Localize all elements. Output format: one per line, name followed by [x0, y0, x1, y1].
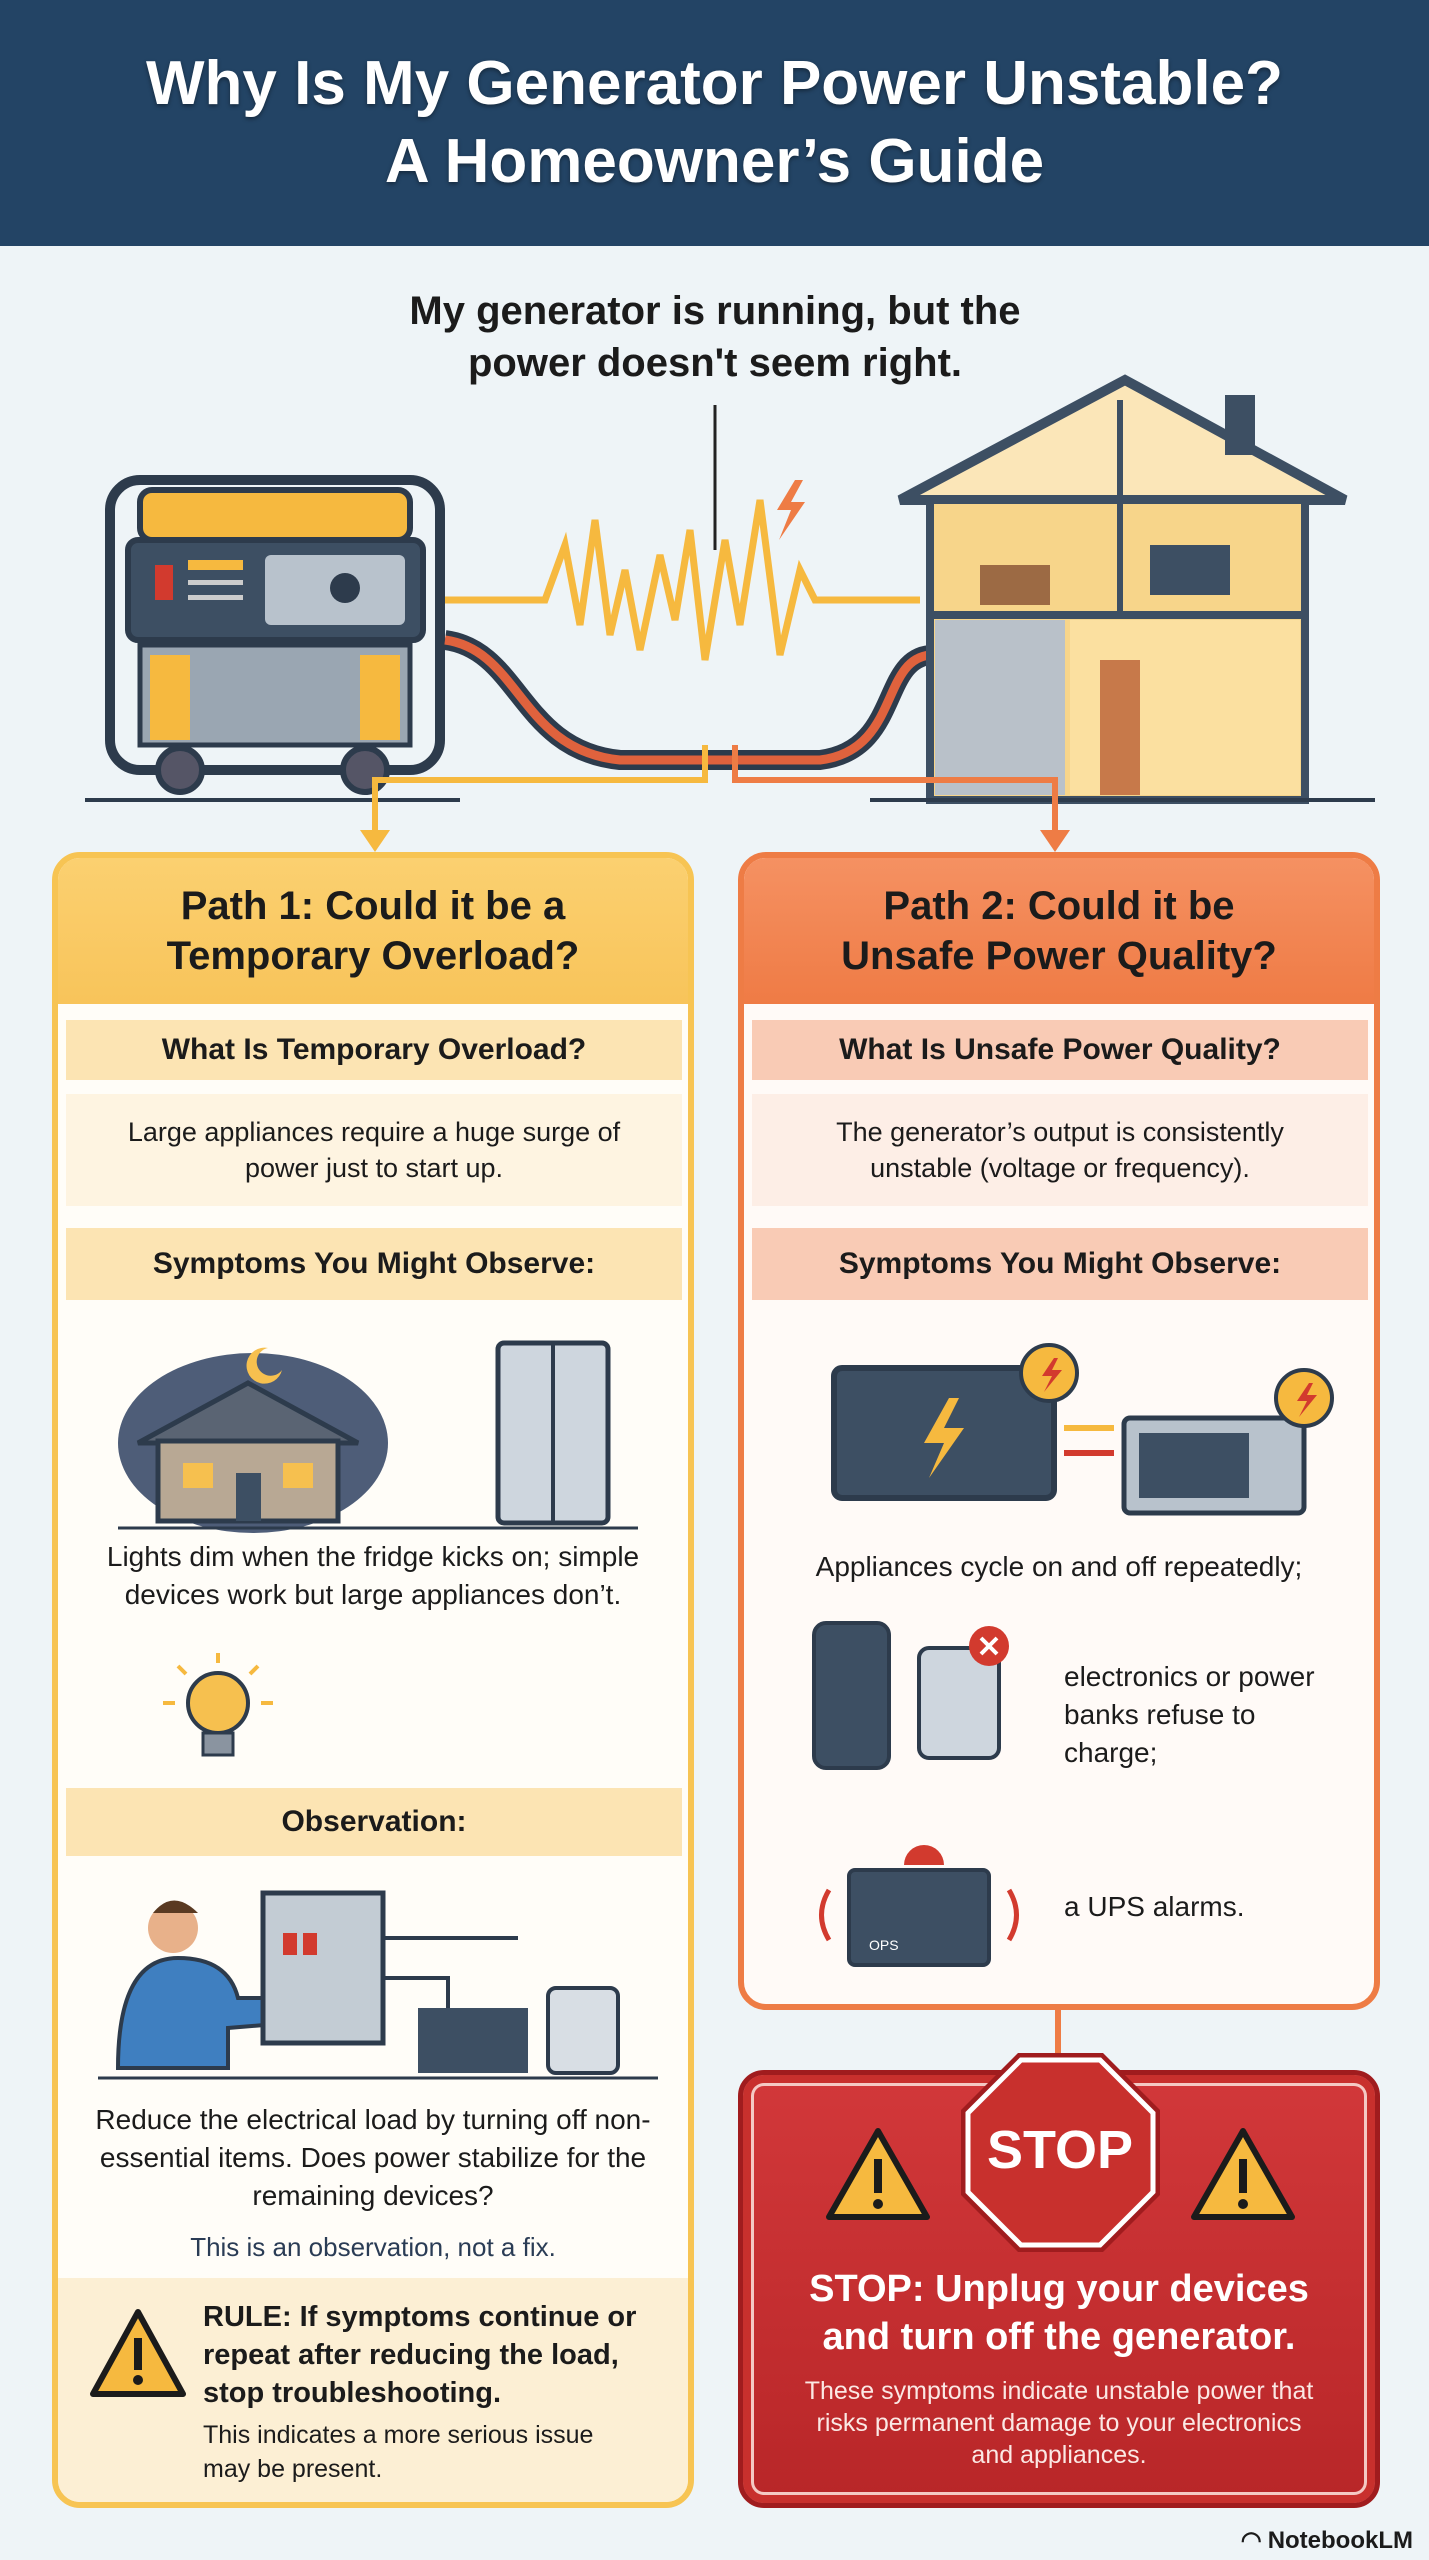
- path-2-title-line-1: Path 2: Could it be: [883, 884, 1235, 928]
- path-2-panel: Path 2: Could it be Unsafe Power Quality?…: [738, 852, 1380, 2010]
- warning-icon: [1191, 2128, 1295, 2220]
- stop-sign-icon: STOP: [961, 2053, 1160, 2252]
- outlet-icon: [546, 1986, 620, 2075]
- house-icon: [870, 374, 1375, 804]
- title-line-1: Why Is My Generator Power Unstable?: [146, 49, 1283, 118]
- symptom-text: Lights dim when the fridge kicks on; sim…: [106, 1541, 640, 1610]
- rule-note: This indicates a more serious issue may …: [203, 2421, 594, 2483]
- observation-note: This is an observation, not a fix.: [190, 2232, 556, 2262]
- rule-text: RULE: If symptoms continue or repeat aft…: [203, 2301, 637, 2409]
- connector-line: [1055, 2008, 1061, 2070]
- lightbulb-icon: [163, 1653, 273, 1757]
- title-line-2: A Homeowner’s Guide: [384, 127, 1045, 196]
- stop-title: STOP: Unplug your devices and turn off t…: [809, 2268, 1309, 2358]
- notebooklm-icon: ◠: [1240, 2527, 1262, 2554]
- symptom-1: Appliances cycle on and off repeatedly;: [815, 1551, 1303, 1582]
- symptoms-heading: Symptoms You Might Observe:: [66, 1228, 682, 1300]
- tv-microwave-illustration: [831, 1343, 1334, 1516]
- symptoms-heading: Symptoms You Might Observe:: [752, 1228, 1368, 1300]
- path-2-title: Path 2: Could it be Unsafe Power Quality?: [744, 858, 1374, 1004]
- brand-name: NotebookLM: [1267, 2526, 1413, 2554]
- intro-question: My generator is running, but the power do…: [300, 285, 1130, 389]
- what-is-text: Large appliances require a huge surge of…: [66, 1094, 682, 1206]
- intro-line-2: power doesn't seem right.: [467, 341, 963, 385]
- warning-icon: [90, 2309, 186, 2397]
- what-is-heading: What Is Unsafe Power Quality?: [752, 1020, 1368, 1080]
- path-2-title-line-2: Unsafe Power Quality?: [841, 934, 1277, 978]
- title-banner: Why Is My Generator Power Unstable? A Hom…: [0, 0, 1429, 246]
- path-1-title: Path 1: Could it be a Temporary Overload?: [58, 858, 688, 1004]
- lightning-icon: [777, 480, 805, 540]
- path-1-title-line-1: Path 1: Could it be a: [180, 884, 566, 928]
- phone-powerbank-icon: [812, 1621, 1009, 1770]
- arrow-down-icon: [1040, 830, 1070, 852]
- ups-alarm-icon: OPS: [819, 1845, 1019, 1967]
- laptop-icon: [418, 2008, 528, 2073]
- generator-house-illustration: [85, 374, 1375, 852]
- page-title: Why Is My Generator Power Unstable? A Hom…: [146, 45, 1283, 201]
- stop-sign-text: STOP: [987, 2120, 1133, 2180]
- reduce-load-illustration: [98, 1890, 658, 2080]
- rule-box: RULE: If symptoms continue or repeat aft…: [58, 2278, 688, 2502]
- path-1-panel: Path 1: Could it be a Temporary Overload?…: [52, 852, 694, 2508]
- what-is-text: The generator’s output is consistently u…: [752, 1094, 1368, 1206]
- symptom-3: a UPS alarms.: [1064, 1891, 1245, 1922]
- intro-line-1: My generator is running, but the: [409, 289, 1021, 333]
- stop-body: These symptoms indicate unstable power t…: [804, 2377, 1314, 2469]
- generator-icon: [85, 475, 460, 802]
- house-fridge-illustration: [118, 1340, 638, 1533]
- observation-text: Reduce the electrical load by turning of…: [95, 2104, 651, 2211]
- symptom-2: electronics or power banks refuse to cha…: [1064, 1661, 1315, 1768]
- arrow-down-icon: [360, 830, 390, 852]
- stop-warning-box: STOP STOP: Unplug your devices and turn …: [738, 2053, 1380, 2508]
- moon-icon: [246, 1347, 282, 1384]
- unstable-wave-icon: [445, 499, 920, 661]
- observation-heading: Observation:: [66, 1788, 682, 1856]
- warning-icon: [826, 2128, 930, 2220]
- breaker-panel-icon: [260, 1890, 386, 2046]
- what-is-heading: What Is Temporary Overload?: [66, 1020, 682, 1080]
- path-1-title-line-2: Temporary Overload?: [166, 934, 580, 978]
- ups-label: OPS: [869, 1937, 899, 1953]
- person-icon: [148, 1903, 198, 1953]
- brand-logo: ◠NotebookLM: [1241, 2526, 1413, 2555]
